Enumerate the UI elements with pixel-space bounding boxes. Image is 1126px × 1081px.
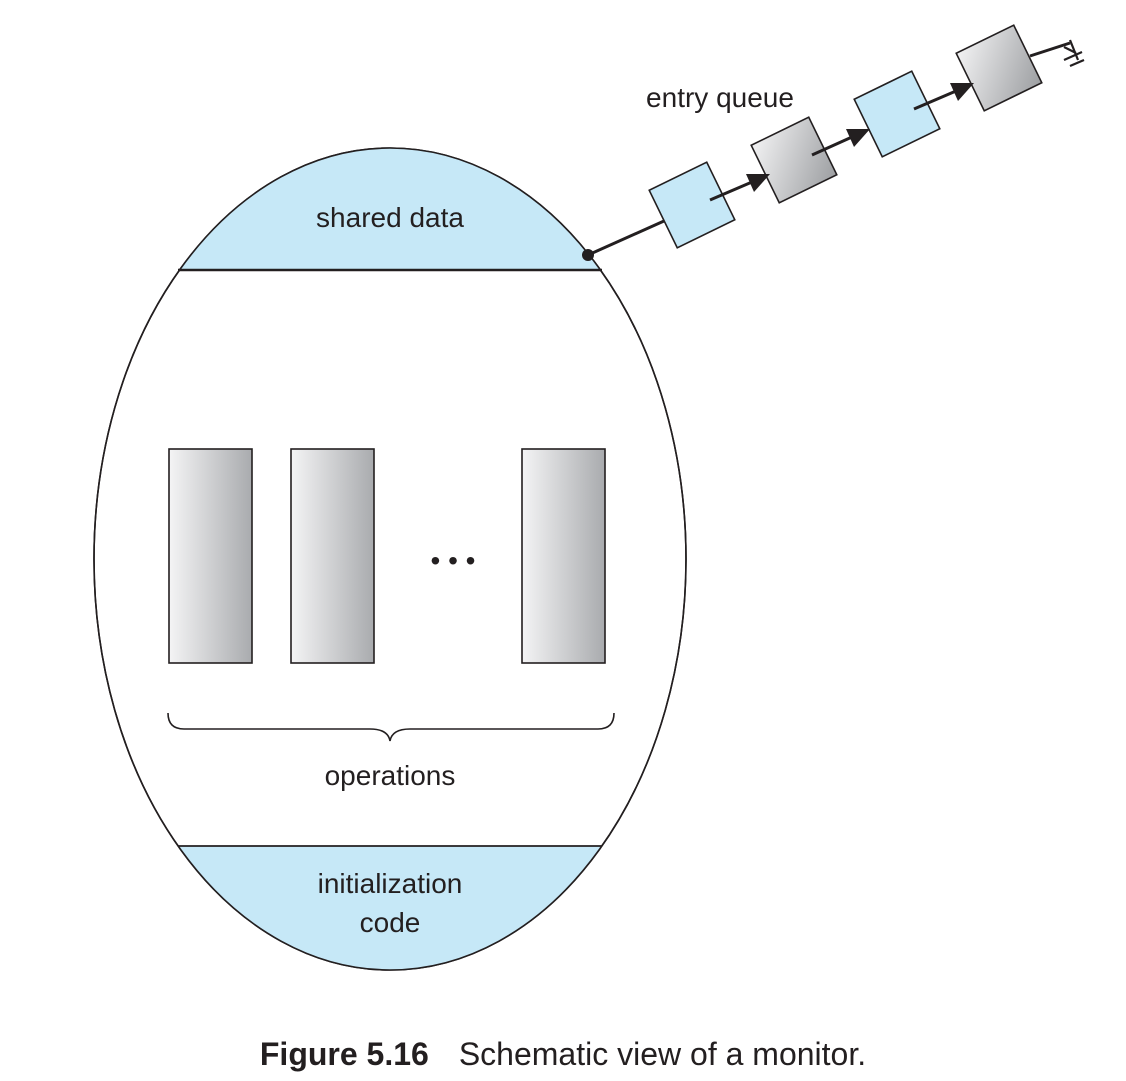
queue-node [853, 70, 941, 158]
queue-connector [587, 219, 665, 257]
operation-box [290, 448, 375, 664]
operations-brace [167, 712, 615, 742]
shared-data-label: shared data [316, 202, 464, 233]
queue-end-ground-icon [1029, 39, 1085, 68]
initialization-label: initialization [318, 868, 463, 899]
figure-caption: Figure 5.16 Schematic view of a monitor. [0, 1036, 1126, 1073]
queue-arrow [811, 129, 870, 157]
entry-queue-label: entry queue [646, 82, 794, 113]
queue-arrow [913, 83, 974, 111]
code-label: code [360, 907, 421, 938]
queue-node [648, 161, 736, 249]
queue-arrow [709, 174, 770, 202]
operation-box [168, 448, 253, 664]
queue-node [750, 116, 838, 204]
queue-node [955, 24, 1043, 112]
operations-label: operations [325, 760, 456, 791]
operations-group: • • • [167, 448, 615, 742]
queue-anchor-dot [582, 249, 594, 261]
operation-box [521, 448, 606, 664]
entry-queue: entry queue [582, 24, 1085, 261]
figure-number: Figure 5.16 [259, 1036, 429, 1072]
ellipsis-label: • • • [431, 545, 476, 576]
figure-caption-text: Schematic view of a monitor. [458, 1036, 867, 1072]
